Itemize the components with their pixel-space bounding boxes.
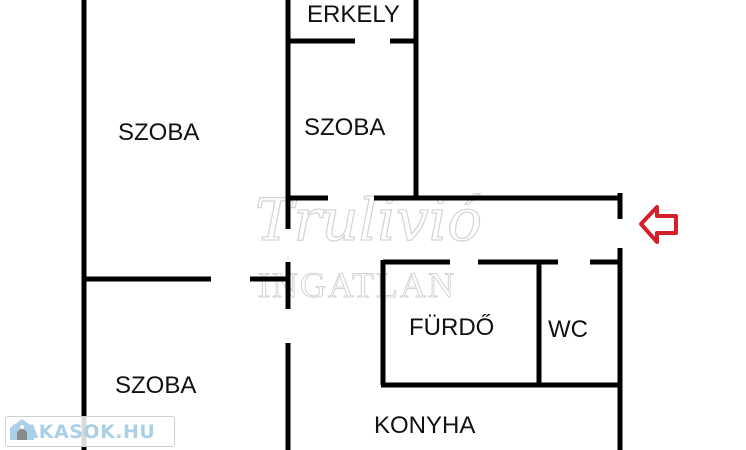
lakasok-logo: LAKASOK.HU [5, 416, 175, 447]
house-icon [10, 419, 34, 440]
room-label-konyha: KONYHA [374, 412, 475, 439]
room-label-szoba-top-middle: SZOBA [304, 114, 385, 141]
room-label-szoba-top-left: SZOBA [118, 119, 199, 146]
entrance-arrow-icon [639, 205, 678, 244]
room-label-szoba-bottom-left: SZOBA [115, 372, 196, 399]
room-label-erkely: ERKELY [307, 1, 400, 28]
logo-text: LAKASOK.HU [11, 420, 156, 443]
walls [81, 0, 623, 450]
room-label-wc: WC [548, 316, 588, 343]
room-label-furdo: FÜRDŐ [409, 314, 494, 341]
